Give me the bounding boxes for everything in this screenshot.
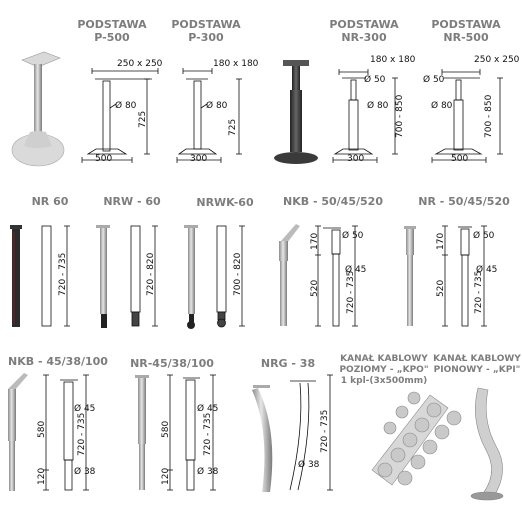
nr300-drawing	[332, 69, 398, 163]
nr60-title: NR 60	[31, 195, 69, 208]
nr5045-photo	[404, 226, 416, 326]
nr500-height: 700 - 850	[484, 94, 494, 138]
nrw60-title: NRW - 60	[103, 195, 161, 208]
p300-base-dim: 300	[190, 154, 208, 164]
nr60-height: 720 - 735	[58, 252, 68, 296]
nr500-diameter-top: Ø 50	[423, 75, 445, 85]
nrwk60-photo	[184, 225, 198, 329]
nkb5045-drawing	[315, 225, 358, 327]
nr300-height: 700 - 850	[395, 94, 405, 138]
nr5045-drawing	[442, 225, 487, 327]
kpo-photo	[371, 391, 462, 486]
nkb5045-diameter-bottom: Ø 45	[345, 265, 367, 275]
nr4538-lower-height: 120	[161, 467, 171, 485]
nrg38-diameter: Ø 38	[298, 460, 320, 470]
nr500-top-dim: 250 x 250	[474, 55, 520, 65]
nr300-top-dim: 180 x 180	[370, 55, 416, 65]
nr4538-upper-height: 580	[161, 420, 171, 438]
p500-top-dim: 250 x 250	[117, 59, 163, 69]
nr60-drawing	[41, 225, 70, 327]
nr5045-diameter-top: Ø 50	[473, 231, 495, 241]
nkb4538-drawing	[43, 374, 89, 491]
nkb5045-diameter-top: Ø 50	[342, 231, 364, 241]
nr500-drawing	[431, 69, 503, 163]
p300-diameter: Ø 80	[206, 101, 228, 111]
nkb5045-top-height: 170	[310, 232, 320, 250]
p500-height: 725	[138, 110, 148, 128]
nr300-photo	[274, 60, 318, 164]
p500-diameter: Ø 80	[115, 101, 137, 111]
nrg38-title: NRG - 38	[260, 357, 316, 370]
kpi-photo	[470, 387, 504, 501]
nr500-diameter-bottom: Ø 80	[431, 101, 453, 111]
nrg38-photo	[252, 385, 273, 492]
nkb4538-upper-height: 580	[37, 420, 47, 438]
nr5045-total-height: 720 - 735	[474, 270, 484, 314]
nkb4538-lower-height: 120	[37, 467, 47, 485]
nr4538-title: NR-45/38/100	[130, 357, 214, 370]
nkb4538-photo	[8, 373, 28, 491]
p500-drawing	[81, 68, 159, 163]
nr300-diameter-bottom: Ø 80	[367, 101, 389, 111]
nr5045-mid-height: 520	[436, 279, 446, 297]
nkb5045-total-height: 720 - 735	[346, 270, 356, 314]
nkb4538-total-height: 720 - 735	[77, 412, 87, 456]
nkb4538-diameter-bottom: Ø 38	[74, 467, 96, 477]
nr500-base-dim: 500	[451, 154, 469, 164]
nkb5045-title: NKB - 50/45/520	[283, 195, 383, 208]
nr4538-photo	[135, 375, 149, 490]
nkb4538-diameter-top: Ø 45	[74, 404, 96, 414]
nr4538-diameter-top: Ø 45	[197, 404, 219, 414]
nrwk60-drawing	[216, 225, 245, 328]
nr5045-top-height: 170	[436, 232, 446, 250]
p300-drawing	[176, 68, 242, 163]
nr60-photo	[10, 225, 22, 327]
nr300-base-dim: 300	[347, 154, 365, 164]
nrwk60-title: NRWK-60	[196, 196, 254, 209]
nr5045-title: NR - 50/45/520	[418, 195, 510, 208]
nrw60-photo	[96, 225, 110, 328]
nrwk60-height: 700 - 820	[233, 252, 243, 296]
nr5045-diameter-bottom: Ø 45	[476, 265, 498, 275]
nrw60-height: 720 - 820	[146, 252, 156, 296]
nr4538-total-height: 720 - 735	[203, 412, 213, 456]
nkb5045-mid-height: 520	[310, 279, 320, 297]
nr4538-diameter-bottom: Ø 38	[197, 467, 219, 477]
p300-top-dim: 180 x 180	[213, 59, 259, 69]
nrw60-drawing	[130, 225, 158, 327]
nkb5045-photo	[279, 224, 300, 326]
nkb4538-title: NKB - 45/38/100	[8, 355, 108, 368]
p300-height: 725	[228, 118, 238, 136]
p500-base-dim: 500	[95, 154, 113, 164]
nr300-diameter-top: Ø 50	[364, 75, 386, 85]
nrg38-height: 720 - 735	[320, 409, 330, 453]
nr4538-drawing	[167, 374, 216, 491]
nrg38-drawing	[289, 374, 333, 491]
p500-photo	[11, 51, 65, 167]
